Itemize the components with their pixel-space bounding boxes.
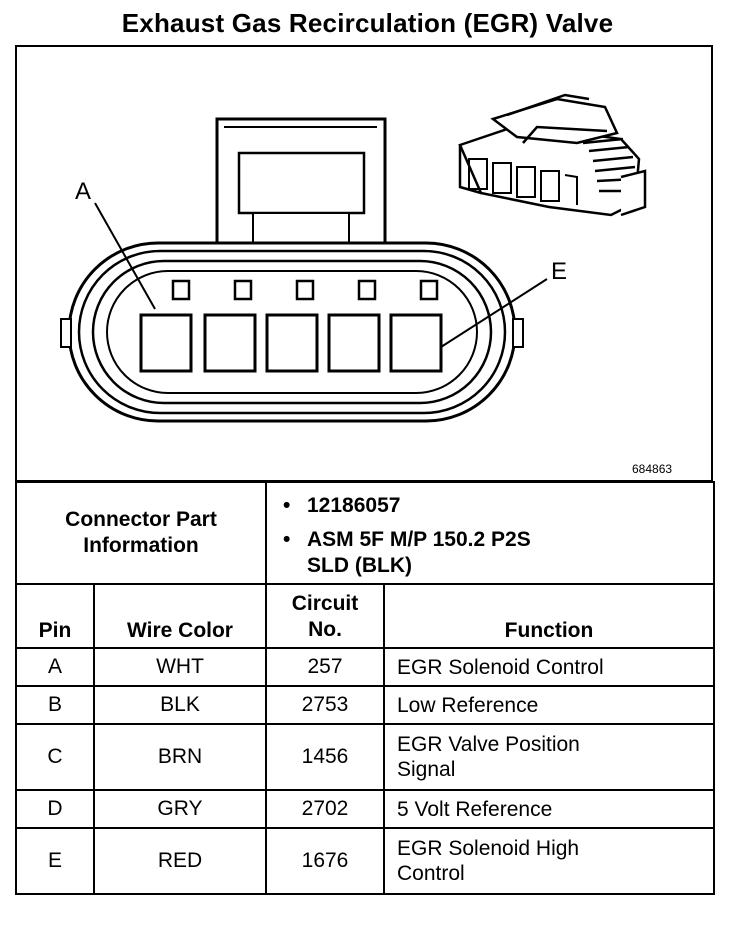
figure-number: 684863 <box>632 462 673 476</box>
connector-part-numbers: 12186057 ASM 5F M/P 150.2 P2S SLD (BLK) <box>265 481 715 585</box>
page-title: Exhaust Gas Recirculation (EGR) Valve <box>121 8 614 38</box>
cell-function: Low Reference <box>383 685 715 725</box>
part-description-cont: SLD (BLK) <box>307 554 412 577</box>
pin-cavity-b <box>203 313 257 373</box>
cell-pin: E <box>15 827 95 895</box>
callout-label-e: E <box>551 258 567 285</box>
table-header-row: Pin Wire Color Circuit No. Function <box>15 583 715 649</box>
cell-wire-color: WHT <box>93 647 267 687</box>
pin-cavity-e <box>389 313 443 373</box>
pin-cavity-c <box>265 313 319 373</box>
connector-figure: A E <box>15 45 713 482</box>
callout-line-a <box>94 202 156 310</box>
table-row: B BLK 2753 Low Reference <box>15 685 715 725</box>
connector-info-table: Connector Part Information 12186057 ASM … <box>15 481 715 895</box>
callout-label-a: A <box>75 178 91 205</box>
cell-wire-color: BRN <box>93 723 267 791</box>
header-pin: Pin <box>15 583 95 649</box>
cell-function: EGR Valve Position Signal <box>383 723 715 791</box>
cell-wire-color: RED <box>93 827 267 895</box>
cell-pin: D <box>15 789 95 829</box>
callout-line-e <box>440 278 548 348</box>
cell-pin: B <box>15 685 95 725</box>
connector-isometric-sketch <box>458 93 647 217</box>
connector-part-label: Connector Part Information <box>15 481 267 585</box>
cell-wire-color: GRY <box>93 789 267 829</box>
connector-part-row: Connector Part Information 12186057 ASM … <box>15 481 715 585</box>
pin-tabs <box>171 279 439 301</box>
cell-function: 5 Volt Reference <box>383 789 715 829</box>
connector-diagram: A E <box>60 93 647 423</box>
table-row: A WHT 257 EGR Solenoid Control <box>15 647 715 687</box>
cell-circuit: 1676 <box>265 827 385 895</box>
cell-circuit: 2702 <box>265 789 385 829</box>
cell-circuit: 2753 <box>265 685 385 725</box>
pin-cavity-d <box>327 313 381 373</box>
cell-function: EGR Solenoid Control <box>383 647 715 687</box>
cell-pin: A <box>15 647 95 687</box>
table-row: E RED 1676 EGR Solenoid High Control <box>15 827 715 895</box>
cell-function: EGR Solenoid High Control <box>383 827 715 895</box>
cell-wire-color: BLK <box>93 685 267 725</box>
header-wire-color: Wire Color <box>93 583 267 649</box>
table-row: D GRY 2702 5 Volt Reference <box>15 789 715 829</box>
cell-circuit: 1456 <box>265 723 385 791</box>
pin-cavities <box>139 313 443 373</box>
cell-pin: C <box>15 723 95 791</box>
connector-latch <box>215 117 387 249</box>
cell-circuit: 257 <box>265 647 385 687</box>
part-number: 12186057 <box>283 493 713 519</box>
header-function: Function <box>383 583 715 649</box>
table-row: C BRN 1456 EGR Valve Position Signal <box>15 723 715 791</box>
pin-cavity-a <box>139 313 193 373</box>
part-description: ASM 5F M/P 150.2 P2S <box>283 527 713 553</box>
header-circuit-no: Circuit No. <box>265 583 385 649</box>
